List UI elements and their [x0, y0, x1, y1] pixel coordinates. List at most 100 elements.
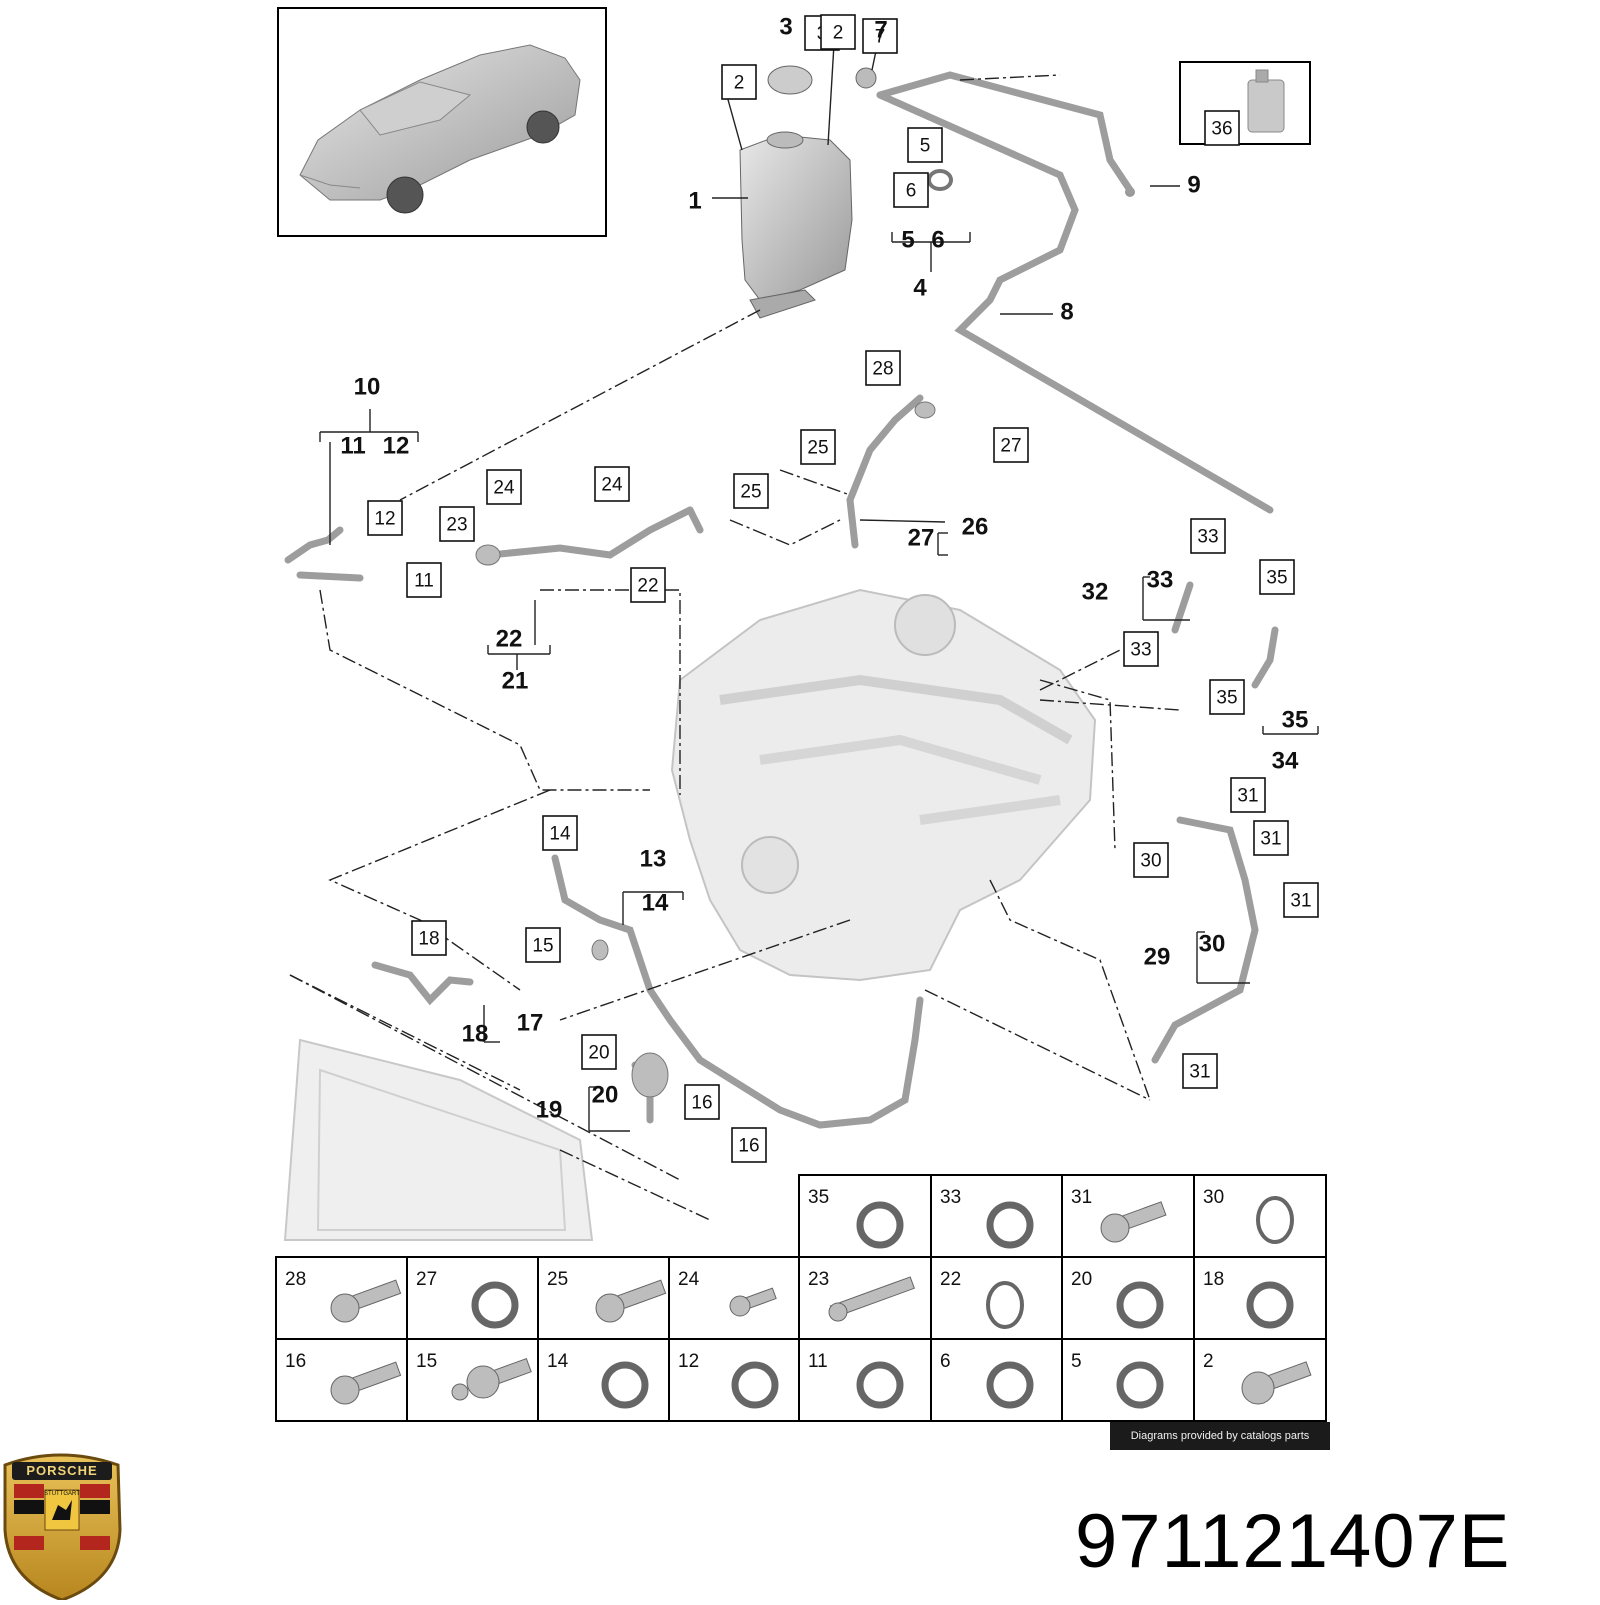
bolt-icon [330, 1361, 402, 1405]
callout-number: 11 [340, 433, 365, 460]
callout-number: 7 [874, 17, 887, 44]
table-cell-number: 16 [285, 1351, 306, 1372]
table-cell-number: 22 [940, 1269, 961, 1290]
callout-number: 28 [872, 359, 893, 380]
callout-number: 2 [833, 23, 844, 44]
callout-box: 36 [1204, 110, 1240, 146]
table-cell-number: 5 [1071, 1351, 1082, 1372]
fittings [475, 401, 936, 1098]
leader-lines [289, 74, 1181, 1221]
table-cell-number: 33 [940, 1187, 961, 1208]
callout-box: 14 [542, 815, 578, 851]
parts-table-icons [330, 1196, 1312, 1409]
callout-number: 12 [374, 509, 395, 530]
callout-number: 35 [1282, 707, 1309, 734]
callout-box: 2 [721, 64, 757, 100]
callout-box: 2 [820, 14, 856, 50]
parts-table-frame [275, 1174, 1327, 1422]
callout-box: 31 [1182, 1053, 1218, 1089]
callout-number: 31 [1290, 891, 1311, 912]
callout-number: 2 [734, 73, 745, 94]
callout-number: 34 [1272, 748, 1299, 775]
table-cell-number: 30 [1203, 1187, 1224, 1208]
engine-assembly [670, 588, 1097, 982]
push-rivet-icon [451, 1357, 532, 1401]
callout-box: 15 [525, 927, 561, 963]
callout-number: 8 [1060, 299, 1073, 326]
callout-box: 28 [865, 350, 901, 386]
callout-box: 16 [684, 1084, 720, 1120]
callout-box: 11 [406, 562, 442, 598]
callout-box: 5 [907, 127, 943, 163]
callout-number: 13 [640, 846, 667, 873]
callout-number: 18 [462, 1021, 489, 1048]
callout-number: 25 [807, 438, 828, 459]
callout-box: 16 [731, 1127, 767, 1163]
callout-number: 6 [906, 181, 917, 202]
callout-number: 33 [1130, 640, 1151, 661]
hose-clamp-icon [1116, 1281, 1164, 1329]
callout-number: 25 [740, 482, 761, 503]
callout-box: 25 [733, 473, 769, 509]
coolant-bottle [1179, 61, 1311, 145]
callout-box: 22 [630, 567, 666, 603]
hose-clamp-icon [471, 1281, 519, 1329]
callout-number: 17 [517, 1010, 544, 1037]
callout-number: 20 [588, 1043, 609, 1064]
callout-number: 32 [1082, 579, 1109, 606]
callout-box: 18 [411, 920, 447, 956]
callout-number: 22 [496, 626, 523, 653]
hose-clamp-icon [986, 1361, 1034, 1409]
callout-number: 26 [962, 514, 989, 541]
table-cell-number: 6 [940, 1351, 951, 1372]
table-cell-number: 27 [416, 1269, 437, 1290]
callout-number: 12 [383, 433, 410, 460]
table-cell-number: 23 [808, 1269, 829, 1290]
callout-number: 7 [875, 27, 886, 48]
callout-box: 35 [1209, 679, 1245, 715]
callout-box: 12 [367, 500, 403, 536]
bracket-lines [319, 43, 1319, 1132]
table-cell-number: 24 [678, 1269, 700, 1290]
hose-clamp-icon [731, 1361, 779, 1409]
callout-number: 31 [1237, 786, 1258, 807]
table-cell-number: 28 [285, 1269, 306, 1290]
crest-city-text: STUTTGART [44, 1491, 80, 1497]
callout-number: 33 [1197, 527, 1218, 548]
coolant-reservoir [739, 65, 1135, 319]
callout-box: 25 [800, 429, 836, 465]
callout-number: 21 [502, 668, 529, 695]
callout-number: 9 [1187, 172, 1200, 199]
crest-brand-text: PORSCHE [26, 1463, 97, 1478]
porsche-crest-logo: PORSCHE STUTTGART [3, 1453, 122, 1602]
callout-box: 27 [993, 427, 1029, 463]
table-cell-number: 12 [678, 1351, 699, 1372]
callout-number: 35 [1216, 688, 1237, 709]
callout-number: 10 [354, 374, 381, 401]
callout-number: 30 [1199, 931, 1226, 958]
hose-clamp-icon [856, 1361, 904, 1409]
bolt-icon [1100, 1201, 1167, 1243]
table-cell-number: 15 [416, 1351, 437, 1372]
callout-box: 23 [439, 506, 475, 542]
callout-number: 24 [601, 475, 623, 496]
callout-number: 36 [1211, 119, 1232, 140]
callout-box: 30 [1133, 842, 1169, 878]
callout-box: 24 [486, 469, 522, 505]
callout-box: 33 [1123, 631, 1159, 667]
table-cell-number: 14 [547, 1351, 569, 1372]
callout-number: 22 [637, 576, 658, 597]
callout-number: 27 [908, 525, 935, 552]
hose-clamp-icon [856, 1201, 904, 1249]
callout-number: 14 [549, 824, 571, 845]
callout-box: 24 [594, 466, 630, 502]
callout-box: 31 [1230, 777, 1266, 813]
callout-number: 16 [691, 1093, 712, 1114]
callout-number: 20 [592, 1082, 619, 1109]
boxed-callouts: 2372563612242423112225252827333335353131… [367, 14, 1319, 1163]
o-ring-icon [986, 1281, 1024, 1329]
callout-number: 5 [901, 227, 914, 254]
